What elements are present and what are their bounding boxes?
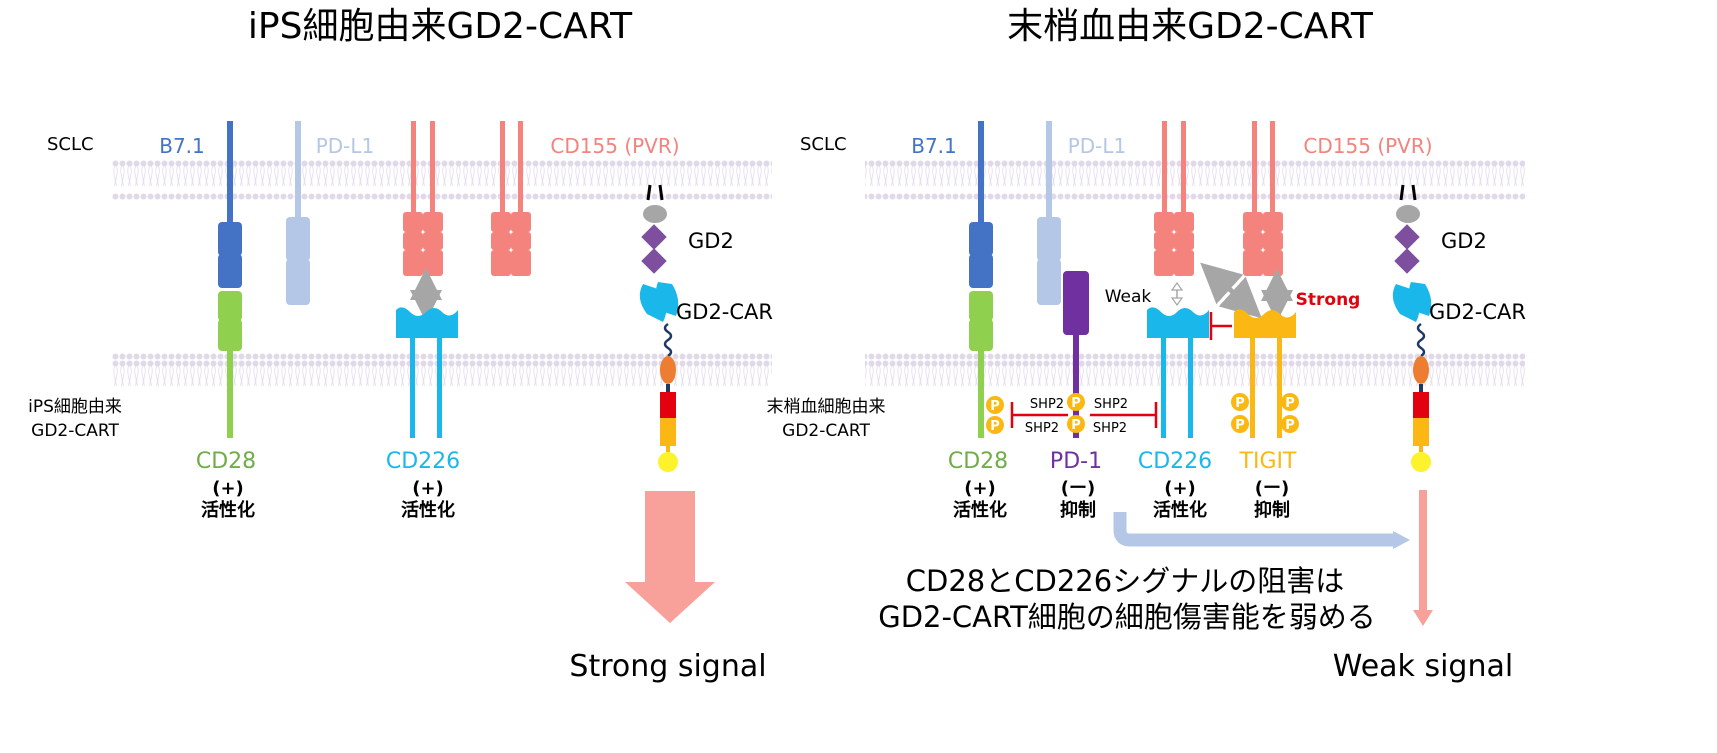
right-shp2-d: SHP2 <box>1093 421 1127 436</box>
left-title: iPS細胞由来GD2-CART <box>248 6 633 47</box>
left-cd28-effect: 活性化 <box>201 499 255 521</box>
right-pdl1-label: PD-L1 <box>1068 134 1127 158</box>
right-strong-label: Strong <box>1296 290 1361 310</box>
right-cd226-label: CD226 <box>1138 449 1212 474</box>
right-shp2-c: SHP2 <box>1094 397 1128 412</box>
right-cd28-p2: P <box>990 419 1000 434</box>
right-cd226-sign: (+) <box>1164 478 1196 499</box>
left-cell-label-line2: GD2-CART <box>31 421 119 441</box>
right-cd155-label: CD155 (PVR) <box>1303 134 1432 158</box>
left-signal-label: Strong signal <box>569 649 766 684</box>
right-pd1-p1: P <box>1071 396 1081 411</box>
right-cd28-sign: (+) <box>964 478 996 499</box>
right-cd28-effect: 活性化 <box>953 499 1007 521</box>
right-conclusion-line1: CD28とCD226シグナルの阻害は <box>906 564 1344 598</box>
right-weak-signal-arrowhead <box>1413 610 1433 626</box>
right-tigit-effect: 抑制 <box>1254 500 1290 521</box>
right-pd1-label: PD-1 <box>1050 449 1102 474</box>
right-cell-label-line2: GD2-CART <box>782 421 870 441</box>
right-cross-binding-arrow <box>1200 262 1262 319</box>
right-b71-label: B7.1 <box>911 134 957 158</box>
right-cell-label-line1: 末梢血細胞由来 <box>767 397 886 417</box>
left-cd155-label: CD155 (PVR) <box>550 134 679 158</box>
right-pd1-effect: 抑制 <box>1060 500 1096 521</box>
right-title: 末梢血由来GD2-CART <box>1007 6 1374 47</box>
right-gd2car-label: GD2-CAR <box>1429 300 1526 324</box>
right-shp2-a: SHP2 <box>1030 397 1064 412</box>
right-gd2-car: GD2 GD2-CAR <box>1392 184 1526 472</box>
right-pd1-sign: (ー) <box>1061 478 1095 499</box>
left-cd28-sign: (+) <box>212 478 244 499</box>
left-b71-cd28: B7.1 CD28 (+) 活性化 <box>159 121 256 521</box>
right-panel: 末梢血由来GD2-CART SCLC 末梢血細胞由来 GD2-CART B7.1… <box>767 6 1527 684</box>
right-b71-cd28: B7.1 P P CD28 (+) 活性化 <box>911 121 1008 521</box>
right-tumor-membrane <box>865 160 1525 200</box>
right-tigit-p4: P <box>1285 418 1295 433</box>
right-tigit-sign: (ー) <box>1255 478 1289 499</box>
right-pd1-p2: P <box>1071 418 1081 433</box>
right-shp2-b: SHP2 <box>1025 421 1059 436</box>
left-cd155-cd226: CD226 (+) 活性化 <box>386 121 460 521</box>
right-cd155-tigit: CD155 (PVR) Strong P P P P TIGIT <box>1200 121 1433 521</box>
right-tigit-label: TIGIT <box>1239 449 1297 474</box>
right-tigit-p2: P <box>1235 418 1245 433</box>
right-cd226-effect: 活性化 <box>1153 499 1207 521</box>
left-cell-label-line1: iPS細胞由来 <box>28 397 122 417</box>
right-cd28-p1: P <box>990 399 1000 414</box>
left-sclc-label: SCLC <box>47 134 94 155</box>
right-gd2-label: GD2 <box>1441 229 1487 253</box>
right-pdl1-pd1: PD-L1 P P PD-1 (ー) 抑制 <box>1037 121 1126 521</box>
left-pdl1-label: PD-L1 <box>316 134 375 158</box>
right-summary-arrow <box>1113 512 1395 547</box>
left-b71-label: B7.1 <box>159 134 205 158</box>
left-cd226-label: CD226 <box>386 449 460 474</box>
left-pdl1: PD-L1 <box>286 121 374 305</box>
left-panel: iPS細胞由来GD2-CART SCLC iPS細胞由来 GD2-CART B7… <box>28 6 773 684</box>
right-sclc-label: SCLC <box>800 134 847 155</box>
right-conclusion-line2: GD2-CART細胞の細胞傷害能を弱める <box>878 600 1376 634</box>
right-weak-signal-shaft <box>1419 490 1427 612</box>
left-tumor-membrane <box>112 160 772 200</box>
right-cd28-label: CD28 <box>948 449 1008 474</box>
left-cd226-effect: 活性化 <box>401 499 455 521</box>
right-cd155-cd226: Weak CD226 (+) 活性化 <box>1105 121 1212 521</box>
left-gd2-car: GD2 GD2-CAR <box>639 184 773 472</box>
left-gd2car-label: GD2-CAR <box>676 300 773 324</box>
right-shp2-cd226-inhibition: SHP2 SHP2 <box>1090 397 1158 436</box>
left-cd155-second: CD155 (PVR) <box>491 121 680 276</box>
right-weak-label: Weak <box>1105 287 1152 307</box>
left-cd28-label: CD28 <box>196 449 256 474</box>
left-cd226-sign: (+) <box>412 478 444 499</box>
left-strong-signal-arrow <box>625 491 715 623</box>
right-tigit-p1: P <box>1235 396 1245 411</box>
left-gd2-label: GD2 <box>688 229 734 253</box>
right-shp2-cd28-inhibition: SHP2 SHP2 <box>1010 397 1068 436</box>
right-tigit-p3: P <box>1285 396 1295 411</box>
right-signal-label: Weak signal <box>1333 649 1513 684</box>
right-tigit-inhibits-cd226 <box>1209 312 1232 340</box>
right-summary-arrowhead <box>1393 531 1410 549</box>
